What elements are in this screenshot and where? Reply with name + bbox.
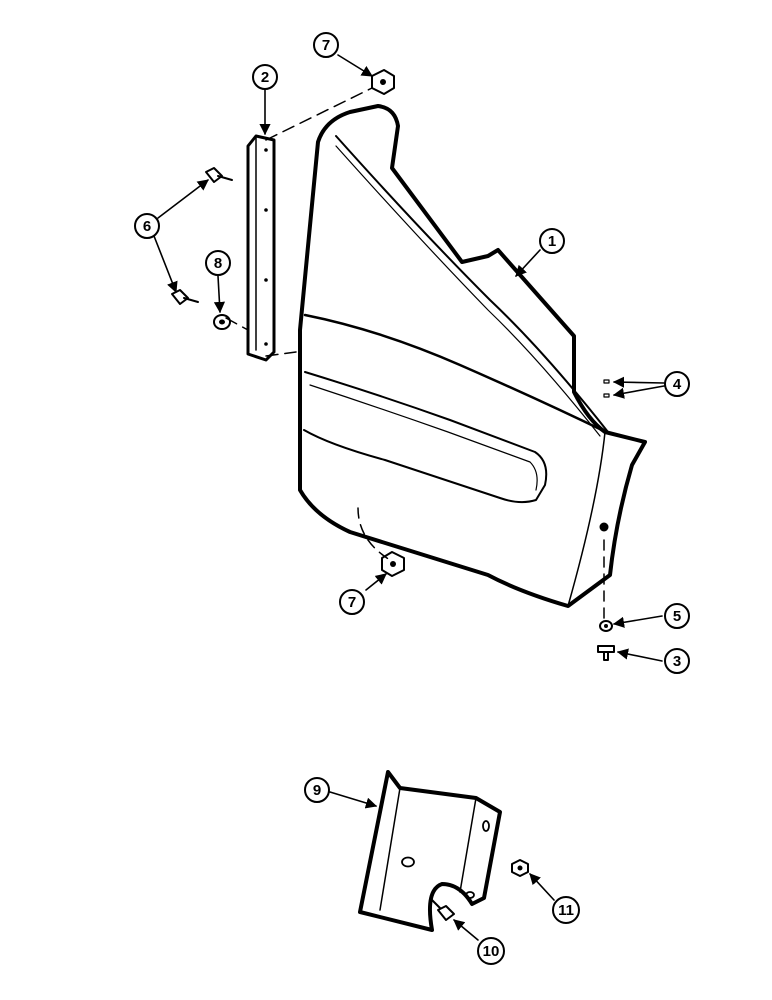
bolt-3 [597, 645, 615, 661]
callout-label: 11 [558, 902, 574, 919]
mounting-strip [246, 134, 276, 362]
lower-bracket [358, 770, 502, 932]
leader-lines [153, 54, 665, 941]
assembly-lines [225, 87, 605, 621]
callout-label: 5 [673, 608, 681, 625]
callout-7-lower: 7 [339, 589, 365, 615]
callout-2: 2 [252, 64, 278, 90]
nut-7-top [371, 69, 395, 95]
callout-label: 7 [322, 37, 330, 54]
callout-1: 1 [539, 228, 565, 254]
callout-11: 11 [552, 896, 580, 924]
bolt-10 [431, 899, 455, 921]
callout-label: 4 [673, 376, 682, 393]
washer-5 [599, 620, 613, 632]
nut-11 [511, 859, 529, 877]
callout-5: 5 [664, 603, 690, 629]
callout-label: 2 [261, 69, 269, 86]
screw-6-upper [205, 167, 233, 183]
callout-3: 3 [664, 648, 690, 674]
clip-4 [603, 379, 610, 398]
callout-10: 10 [477, 937, 505, 965]
callout-label: 9 [313, 782, 321, 799]
washer-8 [213, 314, 231, 330]
callout-7-top: 7 [313, 32, 339, 58]
callout-4: 4 [664, 371, 690, 397]
callout-label: 8 [214, 255, 222, 272]
hardware [171, 69, 615, 661]
callout-6: 6 [134, 213, 160, 239]
callout-8: 8 [205, 250, 231, 276]
callout-label: 7 [348, 594, 356, 611]
nut-7-lower [381, 551, 405, 577]
callout-label: 3 [673, 653, 681, 670]
callout-label: 1 [548, 233, 556, 250]
fender-panel [298, 104, 647, 608]
callout-9: 9 [304, 777, 330, 803]
callout-label: 6 [143, 218, 151, 235]
callout-label: 10 [483, 943, 500, 960]
